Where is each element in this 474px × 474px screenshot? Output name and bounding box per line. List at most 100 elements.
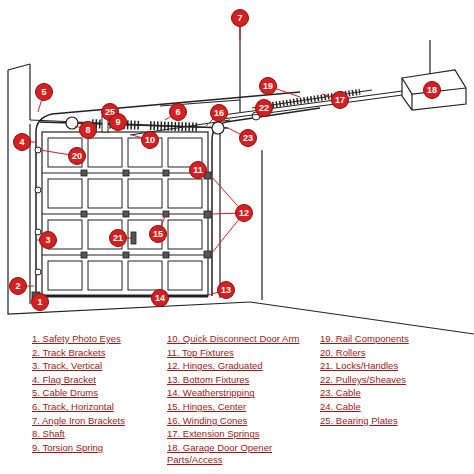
part-name: 9. Torsion Spring bbox=[32, 442, 165, 454]
callout-number: 13 bbox=[217, 281, 235, 299]
door-frame bbox=[30, 120, 220, 304]
callout-text: 3 bbox=[45, 236, 50, 245]
vertical-track bbox=[36, 92, 300, 300]
part-name: 18. Garage Door Opener Parts/Access bbox=[167, 442, 317, 466]
callout-number: 16 bbox=[210, 104, 228, 122]
garage-door bbox=[42, 132, 208, 296]
part-name: 21. Locks/Handles bbox=[320, 360, 470, 372]
door-frame bbox=[29, 124, 30, 304]
opener-rail bbox=[215, 90, 410, 116]
callout-number: 19 bbox=[259, 77, 277, 95]
callout-number: 3 bbox=[39, 231, 57, 249]
part-name: 19. Rail Components bbox=[320, 333, 470, 345]
part-name: 6. Track, Horizontal bbox=[32, 401, 165, 413]
opener-unit bbox=[411, 94, 412, 110]
part-name: 14. Weatherstripping bbox=[167, 387, 317, 399]
callout-text: 11 bbox=[193, 166, 203, 175]
roller bbox=[35, 147, 41, 275]
part-name: 3. Track, Vertical bbox=[32, 360, 165, 372]
part-name: 10. Quick Disconnect Door Arm bbox=[167, 333, 317, 345]
part-name: 11. Top Fixtures bbox=[167, 347, 317, 359]
part-name: 8. Shaft bbox=[32, 428, 165, 440]
door-panel bbox=[88, 179, 122, 208]
room-outline bbox=[250, 302, 474, 334]
hinge bbox=[123, 170, 129, 176]
callout-number: 23 bbox=[239, 129, 257, 147]
callout-text: 10 bbox=[145, 136, 155, 145]
torsion-shaft bbox=[66, 117, 78, 129]
part-name: 25. Bearing Plates bbox=[320, 415, 470, 427]
opener-rail bbox=[130, 20, 410, 135]
bottom-fixtures bbox=[131, 232, 136, 244]
door-panel bbox=[88, 261, 122, 290]
callout-number: 1 bbox=[31, 293, 49, 311]
callout-number: 2 bbox=[9, 277, 27, 295]
vertical-track bbox=[212, 108, 320, 296]
door-frame bbox=[219, 128, 220, 298]
part-name: 2. Track Brackets bbox=[32, 347, 165, 359]
callout-text: 18 bbox=[427, 86, 437, 95]
callout-text: 14 bbox=[155, 294, 165, 303]
callout-number: 20 bbox=[68, 147, 86, 165]
callout-number: 7 bbox=[231, 9, 249, 27]
callout-text: 4 bbox=[19, 138, 24, 147]
door-panel bbox=[48, 138, 202, 290]
callout-text: 1 bbox=[37, 298, 42, 307]
door-panel bbox=[48, 179, 82, 208]
roller bbox=[35, 269, 41, 275]
callout-number: 21 bbox=[109, 229, 127, 247]
callout-text: 6 bbox=[175, 108, 180, 117]
hinge bbox=[81, 252, 87, 258]
part-name: 22. Pulleys/Sheaves bbox=[320, 374, 470, 386]
callout-number: 11 bbox=[189, 161, 207, 179]
door-panel bbox=[128, 261, 162, 290]
callout-text: 17 bbox=[335, 96, 345, 105]
hinge bbox=[204, 211, 211, 218]
part-name: 23. Cable bbox=[320, 387, 470, 399]
part-name: 24. Cable bbox=[320, 401, 470, 413]
hinge bbox=[81, 211, 87, 217]
vertical-track bbox=[36, 92, 320, 300]
callout-text: 8 bbox=[85, 126, 90, 135]
callout-text: 23 bbox=[243, 134, 253, 143]
callout-number: 18 bbox=[423, 81, 441, 99]
callout-number: 8 bbox=[79, 121, 97, 139]
garage-door bbox=[42, 132, 208, 296]
room-outline bbox=[8, 64, 30, 70]
callout-number: 12 bbox=[235, 204, 253, 222]
door-panel bbox=[88, 138, 122, 167]
callout-number: 14 bbox=[151, 289, 169, 307]
callout-text: 15 bbox=[153, 230, 163, 239]
callout-text: 22 bbox=[259, 104, 269, 113]
callout-text: 2 bbox=[15, 282, 20, 291]
callout-number: 9 bbox=[109, 113, 127, 131]
hinge bbox=[163, 170, 169, 176]
part-name: 15. Hinges, Center bbox=[167, 401, 317, 413]
torsion-shaft bbox=[212, 122, 224, 134]
bottom-fixtures bbox=[32, 232, 208, 300]
part-name: 16. Winding Cones bbox=[167, 415, 317, 427]
bottom-fixtures bbox=[42, 295, 208, 298]
part-name: 12. Hinges, Graduated bbox=[167, 360, 317, 372]
opener-unit bbox=[402, 70, 466, 110]
door-panel bbox=[168, 179, 202, 208]
leader-line bbox=[18, 18, 340, 302]
part-name: 13. Bottom Fixtures bbox=[167, 374, 317, 386]
room-outline bbox=[29, 64, 30, 120]
part-name: 4. Flag Bracket bbox=[32, 374, 165, 386]
opener-rail bbox=[215, 94, 410, 120]
callout-text: 13 bbox=[221, 286, 231, 295]
callout-text: 7 bbox=[237, 14, 242, 23]
hinge bbox=[204, 251, 211, 258]
hinge bbox=[123, 211, 129, 217]
callout-number: 10 bbox=[141, 131, 159, 149]
callout-text: 21 bbox=[113, 234, 123, 243]
roller bbox=[35, 187, 41, 193]
hinge bbox=[163, 252, 169, 258]
hinge bbox=[81, 170, 211, 258]
door-panel bbox=[168, 220, 202, 249]
door-panel bbox=[48, 261, 82, 290]
opener-unit bbox=[429, 40, 430, 74]
callout-text: 16 bbox=[214, 109, 224, 118]
